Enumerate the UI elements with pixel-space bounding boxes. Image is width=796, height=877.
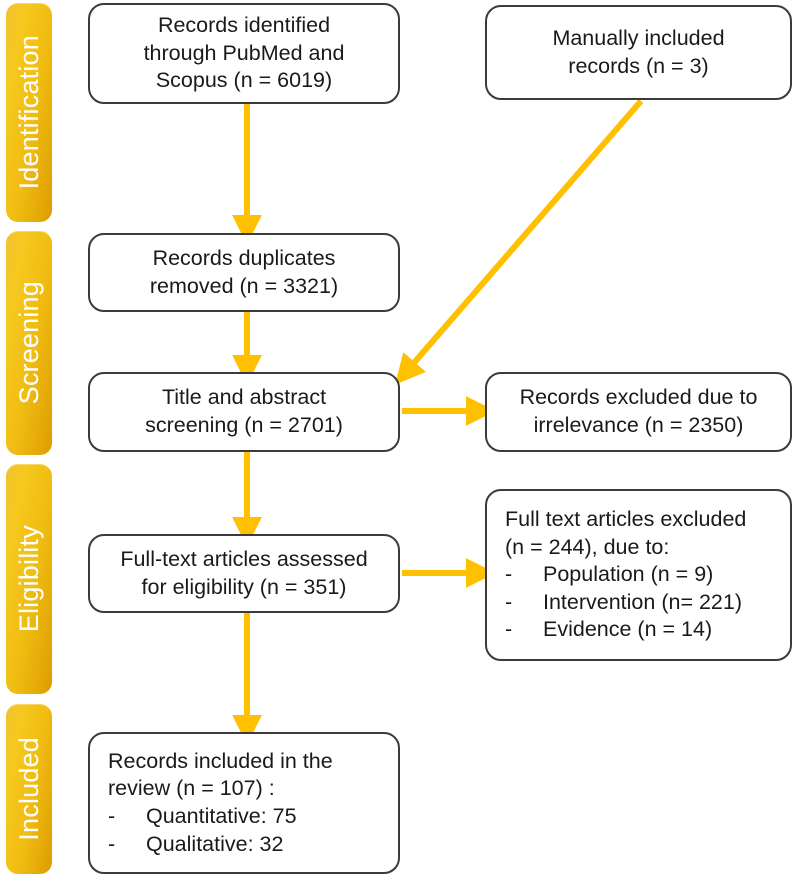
node-line: Records identified bbox=[157, 13, 331, 38]
bullet-dash: - bbox=[505, 562, 513, 587]
bullet-dash: - bbox=[108, 831, 116, 856]
node-line: Full text articles excluded bbox=[505, 507, 747, 532]
stage-label-screening: Screening bbox=[13, 281, 44, 405]
bullet-dash: - bbox=[108, 804, 116, 828]
bullet-text: Evidence (n = 14) bbox=[543, 617, 713, 642]
stage-bar-screening: Screening bbox=[6, 231, 52, 455]
node-fulltext-excluded: Full text articles excluded (n = 244), d… bbox=[485, 489, 792, 661]
bullet-text: Intervention (n= 221) bbox=[543, 589, 743, 614]
node-line: records (n = 3) bbox=[568, 53, 709, 78]
node-records-included: Records included in the review (n = 107)… bbox=[88, 732, 400, 874]
node-records-identified: Records identified through PubMed and Sc… bbox=[88, 3, 400, 104]
node-duplicates-removed: Records duplicates removed (n = 3321) bbox=[88, 233, 400, 312]
node-line: Records duplicates bbox=[152, 245, 336, 270]
node-line: Full-text articles assessed bbox=[120, 546, 368, 571]
stage-label-included: Included bbox=[13, 737, 44, 841]
bullet-dash: - bbox=[505, 617, 513, 642]
stage-bar-identification: Identification bbox=[6, 3, 52, 222]
node-line: for eligibility (n = 351) bbox=[141, 574, 347, 599]
node-bullet: - Population (n = 9) bbox=[505, 561, 713, 589]
node-line: (n = 244), due to: bbox=[505, 534, 670, 559]
node-bullet: - Qualitative: 32 bbox=[108, 831, 283, 859]
bullet-text: Quantitative: 75 bbox=[146, 804, 297, 828]
stage-bar-included: Included bbox=[6, 704, 52, 874]
stage-label-identification: Identification bbox=[13, 35, 44, 190]
node-line: Scopus (n = 6019) bbox=[155, 68, 333, 93]
node-manually-included-records: Manually included records (n = 3) bbox=[485, 5, 792, 100]
bullet-text: Qualitative: 32 bbox=[146, 831, 284, 856]
node-title-abstract-screening: Title and abstract screening (n = 2701) bbox=[88, 372, 400, 452]
bullet-text: Population (n = 9) bbox=[543, 562, 714, 587]
arrow-manual-to-screening bbox=[394, 99, 644, 385]
node-fulltext-assessed: Full-text articles assessed for eligibil… bbox=[88, 534, 400, 613]
stage-label-eligibility: Eligibility bbox=[13, 525, 44, 633]
stage-bar-eligibility: Eligibility bbox=[6, 464, 52, 694]
node-line: Title and abstract bbox=[161, 385, 327, 410]
node-line: screening (n = 2701) bbox=[145, 413, 343, 437]
node-line: review (n = 107) : bbox=[108, 776, 275, 801]
node-line: irrelevance (n = 2350) bbox=[533, 413, 744, 437]
node-line: Manually included bbox=[552, 25, 725, 50]
node-bullet: - Intervention (n= 221) bbox=[505, 589, 742, 617]
node-bullet: - Quantitative: 75 bbox=[108, 803, 297, 831]
bullet-dash: - bbox=[505, 589, 513, 614]
node-records-excluded: Records excluded due to irrelevance (n =… bbox=[485, 372, 792, 452]
node-line: removed (n = 3321) bbox=[149, 273, 339, 298]
node-line: Records included in the bbox=[108, 748, 333, 773]
node-line: Records excluded due to bbox=[519, 385, 758, 410]
node-line: through PubMed and bbox=[143, 40, 345, 65]
node-bullet: - Evidence (n = 14) bbox=[505, 616, 712, 644]
